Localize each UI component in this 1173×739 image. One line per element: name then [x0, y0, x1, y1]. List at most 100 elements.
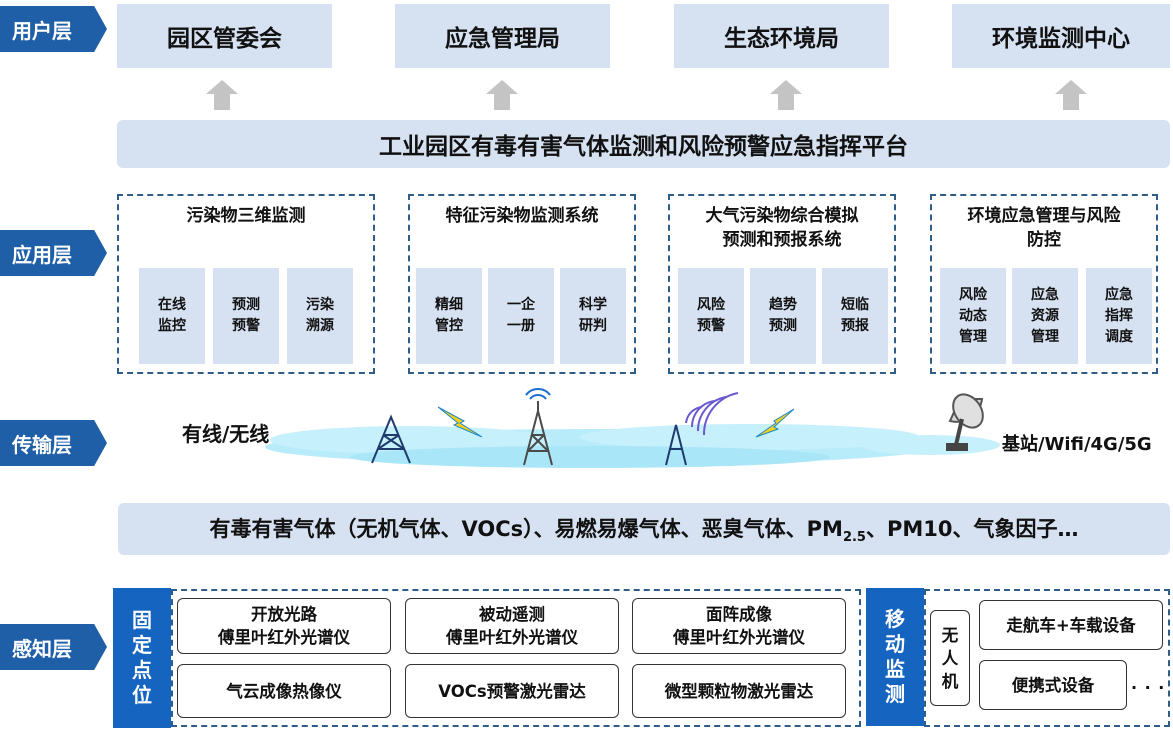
layer-label-perception: 感知层 [0, 624, 107, 670]
user-label: 应急管理局 [445, 26, 560, 52]
label-char: 点 [132, 658, 152, 682]
drone-device: 无 人 机 [930, 610, 970, 706]
label-char: 移 [885, 607, 905, 631]
layer-label-user-text: 用户层 [12, 18, 72, 43]
app-title-line: 特征污染物监测系统 [445, 206, 599, 226]
item-line: 预报 [841, 318, 869, 334]
app-function-item: 风险预警 [678, 268, 744, 364]
app-function-item: 应急资源管理 [1012, 268, 1078, 364]
vehicle-device: 走航车+车载设备 [979, 600, 1163, 650]
user-label: 园区管委会 [167, 26, 282, 52]
device-line: 傅里叶红外光谱仪 [218, 628, 350, 647]
label-char: 位 [132, 683, 152, 707]
item-line: 短临 [841, 297, 869, 313]
item-line: 精细 [435, 297, 463, 313]
app-system-box: 污染物三维监测 在线监控 预测预警 污染溯源 [117, 194, 375, 374]
layer-label-perception-text: 感知层 [12, 636, 72, 661]
item-line: 科学 [579, 297, 607, 313]
app-function-item: 污染溯源 [287, 268, 353, 364]
app-title-line: 防控 [1027, 230, 1061, 250]
item-line: 应急 [1105, 286, 1133, 303]
platform-title: 工业园区有毒有害气体监测和风险预警应急指挥平台 [379, 134, 908, 160]
app-title-line: 大气污染物综合模拟 [705, 206, 859, 226]
layer-label-user: 用户层 [0, 6, 107, 52]
item-line: 研判 [579, 318, 607, 334]
app-function-item: 应急指挥调度 [1086, 268, 1152, 364]
item-line: 预警 [697, 318, 725, 334]
device-char: 机 [941, 671, 959, 691]
transmission-wired-label: 有线/无线 [182, 422, 270, 446]
label-char: 固 [132, 608, 152, 632]
item-line: 风险 [959, 286, 987, 303]
up-arrow-icon [486, 80, 518, 110]
cloud-shape [265, 424, 1000, 468]
app-function-item: 趋势预测 [750, 268, 816, 364]
app-system-box: 大气污染物综合模拟预测和预报系统 风险预警 趋势预测 短临预报 [668, 194, 896, 374]
fixed-devices-box [171, 589, 861, 727]
gases-prefix: 有毒有害气体（无机气体、VOCs）、易燃易爆气体、恶臭气体、PM [209, 516, 843, 541]
app-system-title: 环境应急管理与风险防控 [932, 204, 1156, 252]
device-char: 无 [941, 625, 959, 645]
app-function-item: 科学研判 [560, 268, 626, 364]
label-char: 测 [885, 682, 905, 706]
item-line: 溯源 [306, 318, 334, 334]
up-arrow-icon [206, 80, 238, 110]
monitored-gases-bar: 有毒有害气体（无机气体、VOCs）、易燃易爆气体、恶臭气体、PM2.5、PM10… [118, 503, 1170, 555]
label-char: 动 [885, 632, 905, 656]
app-function-item: 一企一册 [488, 268, 554, 364]
sensor-device: 面阵成像傅里叶红外光谱仪 [632, 598, 846, 654]
app-function-item: 风险动态管理 [940, 268, 1006, 364]
device-line: 走航车+车载设备 [1006, 615, 1136, 635]
app-function-item: 精细管控 [416, 268, 482, 364]
up-arrow-icon [770, 80, 802, 110]
item-line: 趋势 [769, 297, 797, 313]
app-function-item: 短临预报 [822, 268, 888, 364]
item-line: 一册 [507, 318, 535, 334]
app-function-item: 在线监控 [139, 268, 205, 364]
item-line: 管理 [959, 328, 987, 345]
app-system-box: 环境应急管理与风险防控 风险动态管理 应急资源管理 应急指挥调度 [930, 194, 1158, 374]
item-line: 应急 [1031, 286, 1059, 303]
gases-text: 有毒有害气体（无机气体、VOCs）、易燃易爆气体、恶臭气体、PM2.5、PM10… [210, 513, 1079, 545]
label-char: 定 [132, 633, 152, 657]
device-line: 开放光路 [251, 605, 317, 624]
item-line: 预测 [232, 297, 260, 313]
item-line: 监控 [158, 318, 186, 334]
mobile-monitoring-label: 移 动 监 测 [866, 588, 924, 726]
satellite-dish-icon [946, 393, 984, 451]
item-line: 预警 [232, 318, 260, 334]
device-line: VOCs预警激光雷达 [438, 681, 586, 701]
app-title-line: 环境应急管理与风险 [967, 206, 1121, 226]
more-devices-ellipsis: . . . [1131, 674, 1166, 693]
transmission-network-graphic [265, 388, 1000, 468]
item-line: 在线 [158, 297, 186, 313]
up-arrow-icon [1055, 80, 1087, 110]
device-line: 傅里叶红外光谱仪 [673, 628, 805, 647]
transmission-wireless-label: 基站/Wifi/4G/5G [1002, 434, 1152, 455]
user-box: 环境监测中心 [952, 4, 1170, 68]
layer-label-transmission: 传输层 [0, 420, 107, 466]
item-line: 风险 [697, 297, 725, 313]
platform-bar: 工业园区有毒有害气体监测和风险预警应急指挥平台 [117, 120, 1170, 168]
layer-label-application-text: 应用层 [12, 242, 72, 267]
up-arrows [206, 80, 1087, 110]
app-system-title: 大气污染物综合模拟预测和预报系统 [670, 204, 894, 252]
user-label: 生态环境局 [724, 26, 839, 52]
item-line: 动态 [959, 307, 987, 324]
wireless-signal-icon [755, 408, 795, 438]
item-line: 污染 [306, 297, 334, 313]
item-line: 管理 [1031, 328, 1059, 345]
sensor-device: 气云成像热像仪 [177, 664, 391, 718]
sensor-device: 开放光路傅里叶红外光谱仪 [177, 598, 391, 654]
item-line: 调度 [1105, 328, 1133, 345]
signal-tower-icon [371, 414, 411, 464]
app-system-title: 特征污染物监测系统 [410, 204, 634, 228]
user-label: 环境监测中心 [992, 26, 1130, 52]
fixed-point-label: 固 定 点 位 [113, 588, 171, 728]
gases-subscript: 2.5 [842, 530, 866, 546]
item-line: 管控 [435, 318, 463, 334]
device-line: 便携式设备 [1011, 675, 1095, 695]
app-title-line: 污染物三维监测 [186, 206, 306, 226]
app-system-box: 特征污染物监测系统 精细管控 一企一册 科学研判 [408, 194, 636, 374]
wireless-signal-icon [437, 406, 483, 438]
